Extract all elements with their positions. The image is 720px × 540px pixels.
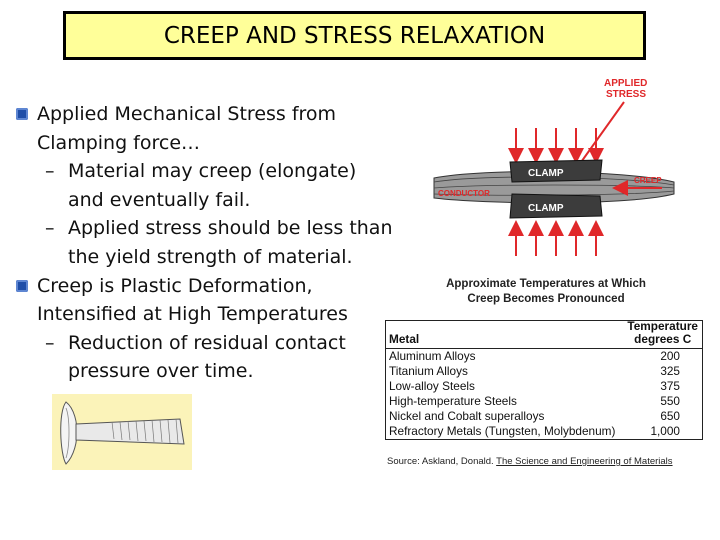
stress-arrows-bottom xyxy=(508,220,604,256)
temp-cell: 200 xyxy=(660,349,680,363)
bullet-text: Intensified at High Temperatures xyxy=(37,303,348,326)
square-bullet-icon xyxy=(16,108,28,120)
clamp-figure: APPLIED STRESS CLAMP CLAMP CONDUCTOR CRE… xyxy=(433,78,675,256)
table-row: Refractory Metals (Tungsten, Molybdenum)… xyxy=(386,424,702,439)
creep-bolt-drawing xyxy=(52,394,192,470)
bullet-list: Applied Mechanical Stress from Clamping … xyxy=(16,100,436,386)
temp-cell: 650 xyxy=(660,409,680,423)
header-degrees: degrees C xyxy=(634,332,692,346)
sub-bullet-text: pressure over time. xyxy=(68,360,254,383)
sub-bullet-text: and eventually fail. xyxy=(68,188,251,211)
table-body: Aluminum Alloys 200 Titanium Alloys 325 Lo… xyxy=(385,348,703,440)
metal-cell: Refractory Metals (Tungsten, Molybdenum) xyxy=(389,424,616,438)
metal-cell: Low-alloy Steels xyxy=(389,379,475,393)
creep-label: CREEP xyxy=(634,176,662,185)
bullet-item: Creep is Plastic Deformation, Intensifie… xyxy=(16,272,436,329)
header-metal: Metal xyxy=(389,332,420,346)
sub-bullet-text: the yield strength of material. xyxy=(68,245,353,268)
slide-title: CREEP AND STRESS RELAXATION xyxy=(163,22,546,49)
bullet-item: Applied Mechanical Stress from Clamping … xyxy=(16,100,436,157)
sub-bullet-text: Reduction of residual contact xyxy=(68,331,346,354)
sub-bullet-text: Applied stress should be less than xyxy=(68,217,393,240)
header-temperature: Temperature xyxy=(627,319,698,333)
applied-stress-label: STRESS xyxy=(606,89,646,100)
sub-bullet-item: – Applied stress should be less than the… xyxy=(45,214,436,271)
source-prefix: Source: Askland, Donald. xyxy=(387,456,494,467)
source-book-title: The Science and Engineering of Materials xyxy=(496,456,673,467)
table-row: Aluminum Alloys 200 xyxy=(386,349,702,364)
table-row: Nickel and Cobalt superalloys 650 xyxy=(386,409,702,424)
sub-bullet-text: Material may creep (elongate) xyxy=(68,160,357,183)
temp-cell: 325 xyxy=(660,364,680,378)
source-citation: Source: Askland, Donald. The Science and… xyxy=(387,456,673,467)
bullet-text: Creep is Plastic Deformation, xyxy=(37,274,313,297)
dash-bullet-icon: – xyxy=(45,160,55,183)
bullet-text: Applied Mechanical Stress from xyxy=(37,103,337,125)
clamp-top xyxy=(509,159,603,183)
table-row: Low-alloy Steels 375 xyxy=(386,379,702,394)
stress-arrows-top xyxy=(508,128,604,164)
temp-cell: 550 xyxy=(660,394,680,408)
table-caption: Approximate Temperatures at Which Creep … xyxy=(446,278,646,305)
bullet-text: Clamping force… xyxy=(37,131,201,154)
metal-cell: Nickel and Cobalt superalloys xyxy=(389,409,545,423)
clamp-bottom xyxy=(509,193,603,219)
table-row: High-temperature Steels 550 xyxy=(386,394,702,409)
applied-stress-label: APPLIED xyxy=(604,78,647,89)
clamp-top-label: CLAMP xyxy=(528,168,564,179)
table-row: Titanium Alloys 325 xyxy=(386,364,702,379)
creep-temperature-table: Metal Temperature degrees C Aluminum All… xyxy=(385,320,703,440)
title-box: CREEP AND STRESS RELAXATION xyxy=(63,11,646,60)
temp-cell: 375 xyxy=(660,379,680,393)
sub-bullet-item: – Reduction of residual contact pressure… xyxy=(45,329,436,386)
metal-cell: Titanium Alloys xyxy=(389,364,468,378)
square-bullet-icon xyxy=(16,279,28,292)
sub-bullet-item: – Material may creep (elongate) and even… xyxy=(45,157,436,214)
temp-cell: 1,000 xyxy=(650,424,680,438)
dash-bullet-icon: – xyxy=(45,217,55,240)
metal-cell: Aluminum Alloys xyxy=(389,349,476,363)
dash-bullet-icon: – xyxy=(45,331,55,354)
conductor-label: CONDUCTOR xyxy=(438,189,490,198)
clamp-bottom-label: CLAMP xyxy=(528,203,564,214)
table-header: Metal Temperature degrees C xyxy=(385,320,703,348)
metal-cell: High-temperature Steels xyxy=(389,394,517,408)
